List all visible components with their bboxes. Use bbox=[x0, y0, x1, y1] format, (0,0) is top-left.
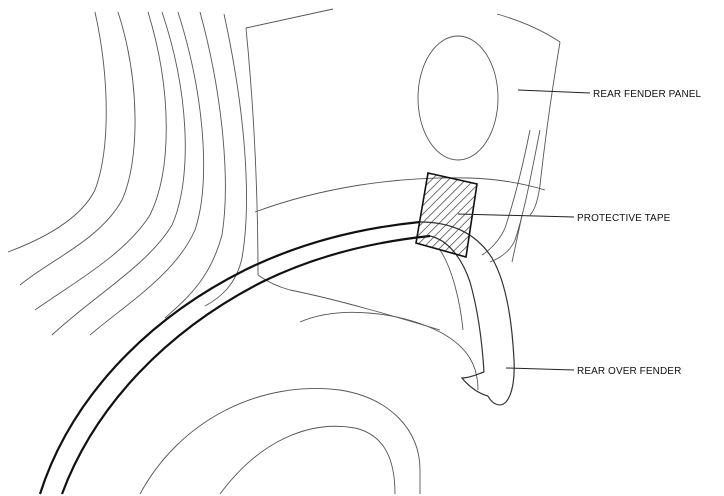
body-contour-lines bbox=[7, 11, 259, 336]
rear-over-fender-part bbox=[38, 220, 515, 495]
label-rear-over-fender: REAR OVER FENDER bbox=[577, 366, 681, 377]
leader-lines bbox=[457, 89, 591, 371]
wheel-arch-contours bbox=[139, 388, 421, 495]
label-protective-tape: PROTECTIVE TAPE bbox=[577, 213, 671, 224]
protective-tape bbox=[415, 172, 478, 259]
fender-panel-contours bbox=[254, 177, 546, 391]
upper-panel-edges bbox=[245, 8, 561, 263]
label-rear-fender-panel: REAR FENDER PANEL bbox=[593, 89, 702, 100]
fuel-lid-opening bbox=[417, 35, 499, 161]
